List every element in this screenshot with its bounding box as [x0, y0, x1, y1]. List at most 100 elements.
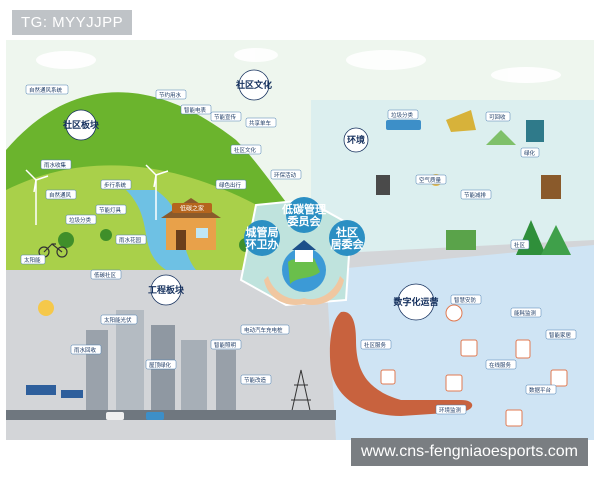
engineering-label: 智能照明	[214, 341, 237, 349]
solar-panel-icons	[26, 385, 83, 398]
digital-label-box	[435, 404, 467, 415]
culture-label-box	[155, 89, 187, 100]
culture-label-box	[245, 117, 277, 128]
culture-label-box	[270, 169, 302, 180]
digital-label: 智能家居	[549, 331, 572, 339]
environment-label: 社区	[514, 241, 526, 249]
community-label: 垃圾分类	[69, 216, 92, 224]
community-label: 自然通风系统	[29, 86, 63, 94]
engineering-label: 电动汽车充电桩	[244, 326, 283, 334]
digital-service-icons	[380, 304, 568, 427]
culture-label: 节约用水	[159, 91, 182, 99]
channel-tag: TG: MYYJJPP	[12, 10, 133, 35]
digital-label: 社区服务	[364, 341, 387, 349]
environment-label: 空气质量	[419, 176, 442, 184]
section-digital-label: 数字化运营	[393, 296, 438, 308]
culture-label: 节能宣传	[214, 113, 237, 121]
digital-label: 在线服务	[489, 361, 512, 369]
digital-label-box	[545, 329, 577, 340]
community-label-box	[90, 269, 122, 280]
digital-label-box	[360, 339, 392, 350]
wind-turbine-icons	[25, 164, 169, 225]
section-community: 社区板块	[62, 109, 100, 141]
center-left-label: 城管局环卫办	[246, 225, 279, 251]
community-label-box	[100, 179, 132, 190]
environment-label-box	[460, 189, 492, 200]
environment-label-box	[520, 147, 540, 158]
engineering-label: 雨水回收	[74, 346, 97, 354]
engineering-label-box	[145, 359, 177, 370]
engineering-label-box	[100, 314, 138, 325]
digital-label: 智慧安防	[454, 296, 477, 304]
culture-label-box	[180, 104, 212, 115]
community-label-box	[115, 234, 147, 245]
digital-label: 环境监测	[439, 406, 462, 414]
digital-label-box	[450, 294, 482, 305]
community-label-box	[95, 204, 127, 215]
center-house-icon	[292, 240, 316, 262]
environment-label-box	[387, 109, 419, 120]
section-engineering: 工程板块	[148, 274, 185, 306]
culture-label-box	[215, 179, 247, 190]
engineering-label: 太阳能光伏	[104, 316, 132, 324]
city-buildings	[86, 310, 236, 410]
environment-label: 垃圾分类	[391, 111, 414, 119]
house-sign	[172, 203, 212, 213]
environment-label-box	[510, 239, 530, 250]
community-label-box	[25, 84, 69, 95]
environment-label: 可回收	[489, 113, 506, 121]
car-icons	[106, 412, 164, 420]
culture-label: 绿色出行	[219, 181, 242, 189]
community-label: 太阳能	[24, 256, 41, 264]
section-culture-label: 社区文化	[235, 79, 272, 91]
road	[6, 410, 336, 420]
illustration-canvas: 低碳之家 社区文化 社区板块	[6, 40, 594, 440]
community-label-box	[45, 189, 77, 200]
culture-label-box	[210, 111, 242, 122]
center-node-top	[286, 197, 322, 233]
digital-label-box	[485, 359, 517, 370]
community-label: 雨水花园	[119, 236, 142, 244]
pylon-icon	[290, 369, 312, 416]
environment-label: 节能减排	[464, 191, 487, 199]
culture-label: 智能电表	[184, 106, 207, 114]
section-digital: 数字化运营	[393, 283, 439, 321]
community-label: 自然通风	[49, 191, 72, 199]
community-label: 步行系统	[104, 181, 127, 189]
clouds	[36, 48, 561, 83]
engineering-label-box	[240, 324, 290, 335]
house-sign-text: 低碳之家	[180, 205, 204, 213]
globe-icon	[282, 248, 326, 292]
hand-illustration	[329, 311, 473, 416]
hands-icon	[264, 276, 344, 305]
watermark-text: www.cns-fengniaoesports.com	[351, 438, 588, 466]
center-top-label: 低碳管理委员会	[281, 202, 326, 228]
culture-label: 共享单车	[249, 119, 272, 127]
community-label-box	[65, 214, 97, 225]
section-environment: 环境	[343, 127, 369, 153]
culture-label-box	[230, 144, 262, 155]
sun-icon	[38, 300, 54, 316]
community-label: 节能灯具	[99, 206, 122, 214]
community-label-box	[20, 254, 46, 265]
digital-label-box	[510, 307, 542, 318]
engineering-label-box	[240, 374, 272, 385]
engineering-label: 屋顶绿化	[149, 361, 172, 369]
environment-label-box	[485, 111, 511, 122]
digital-label: 数据平台	[529, 386, 552, 394]
center-node-left	[244, 220, 280, 256]
community-label: 低碳社区	[94, 271, 117, 279]
culture-label: 社区文化	[234, 146, 257, 154]
engineering-label-box	[210, 339, 242, 350]
community-label-box	[40, 159, 72, 170]
community-label: 雨水收集	[44, 161, 67, 169]
environment-label-box	[415, 174, 447, 185]
center-node-right	[329, 220, 365, 256]
digital-label: 能耗监测	[514, 309, 537, 317]
engineering-label: 节能改造	[244, 376, 267, 384]
culture-label: 环保活动	[274, 171, 297, 179]
engineering-label-box	[70, 344, 102, 355]
center-right-label: 社区居委会	[331, 225, 365, 251]
section-culture: 社区文化	[235, 69, 272, 101]
section-community-label: 社区板块	[62, 119, 100, 131]
